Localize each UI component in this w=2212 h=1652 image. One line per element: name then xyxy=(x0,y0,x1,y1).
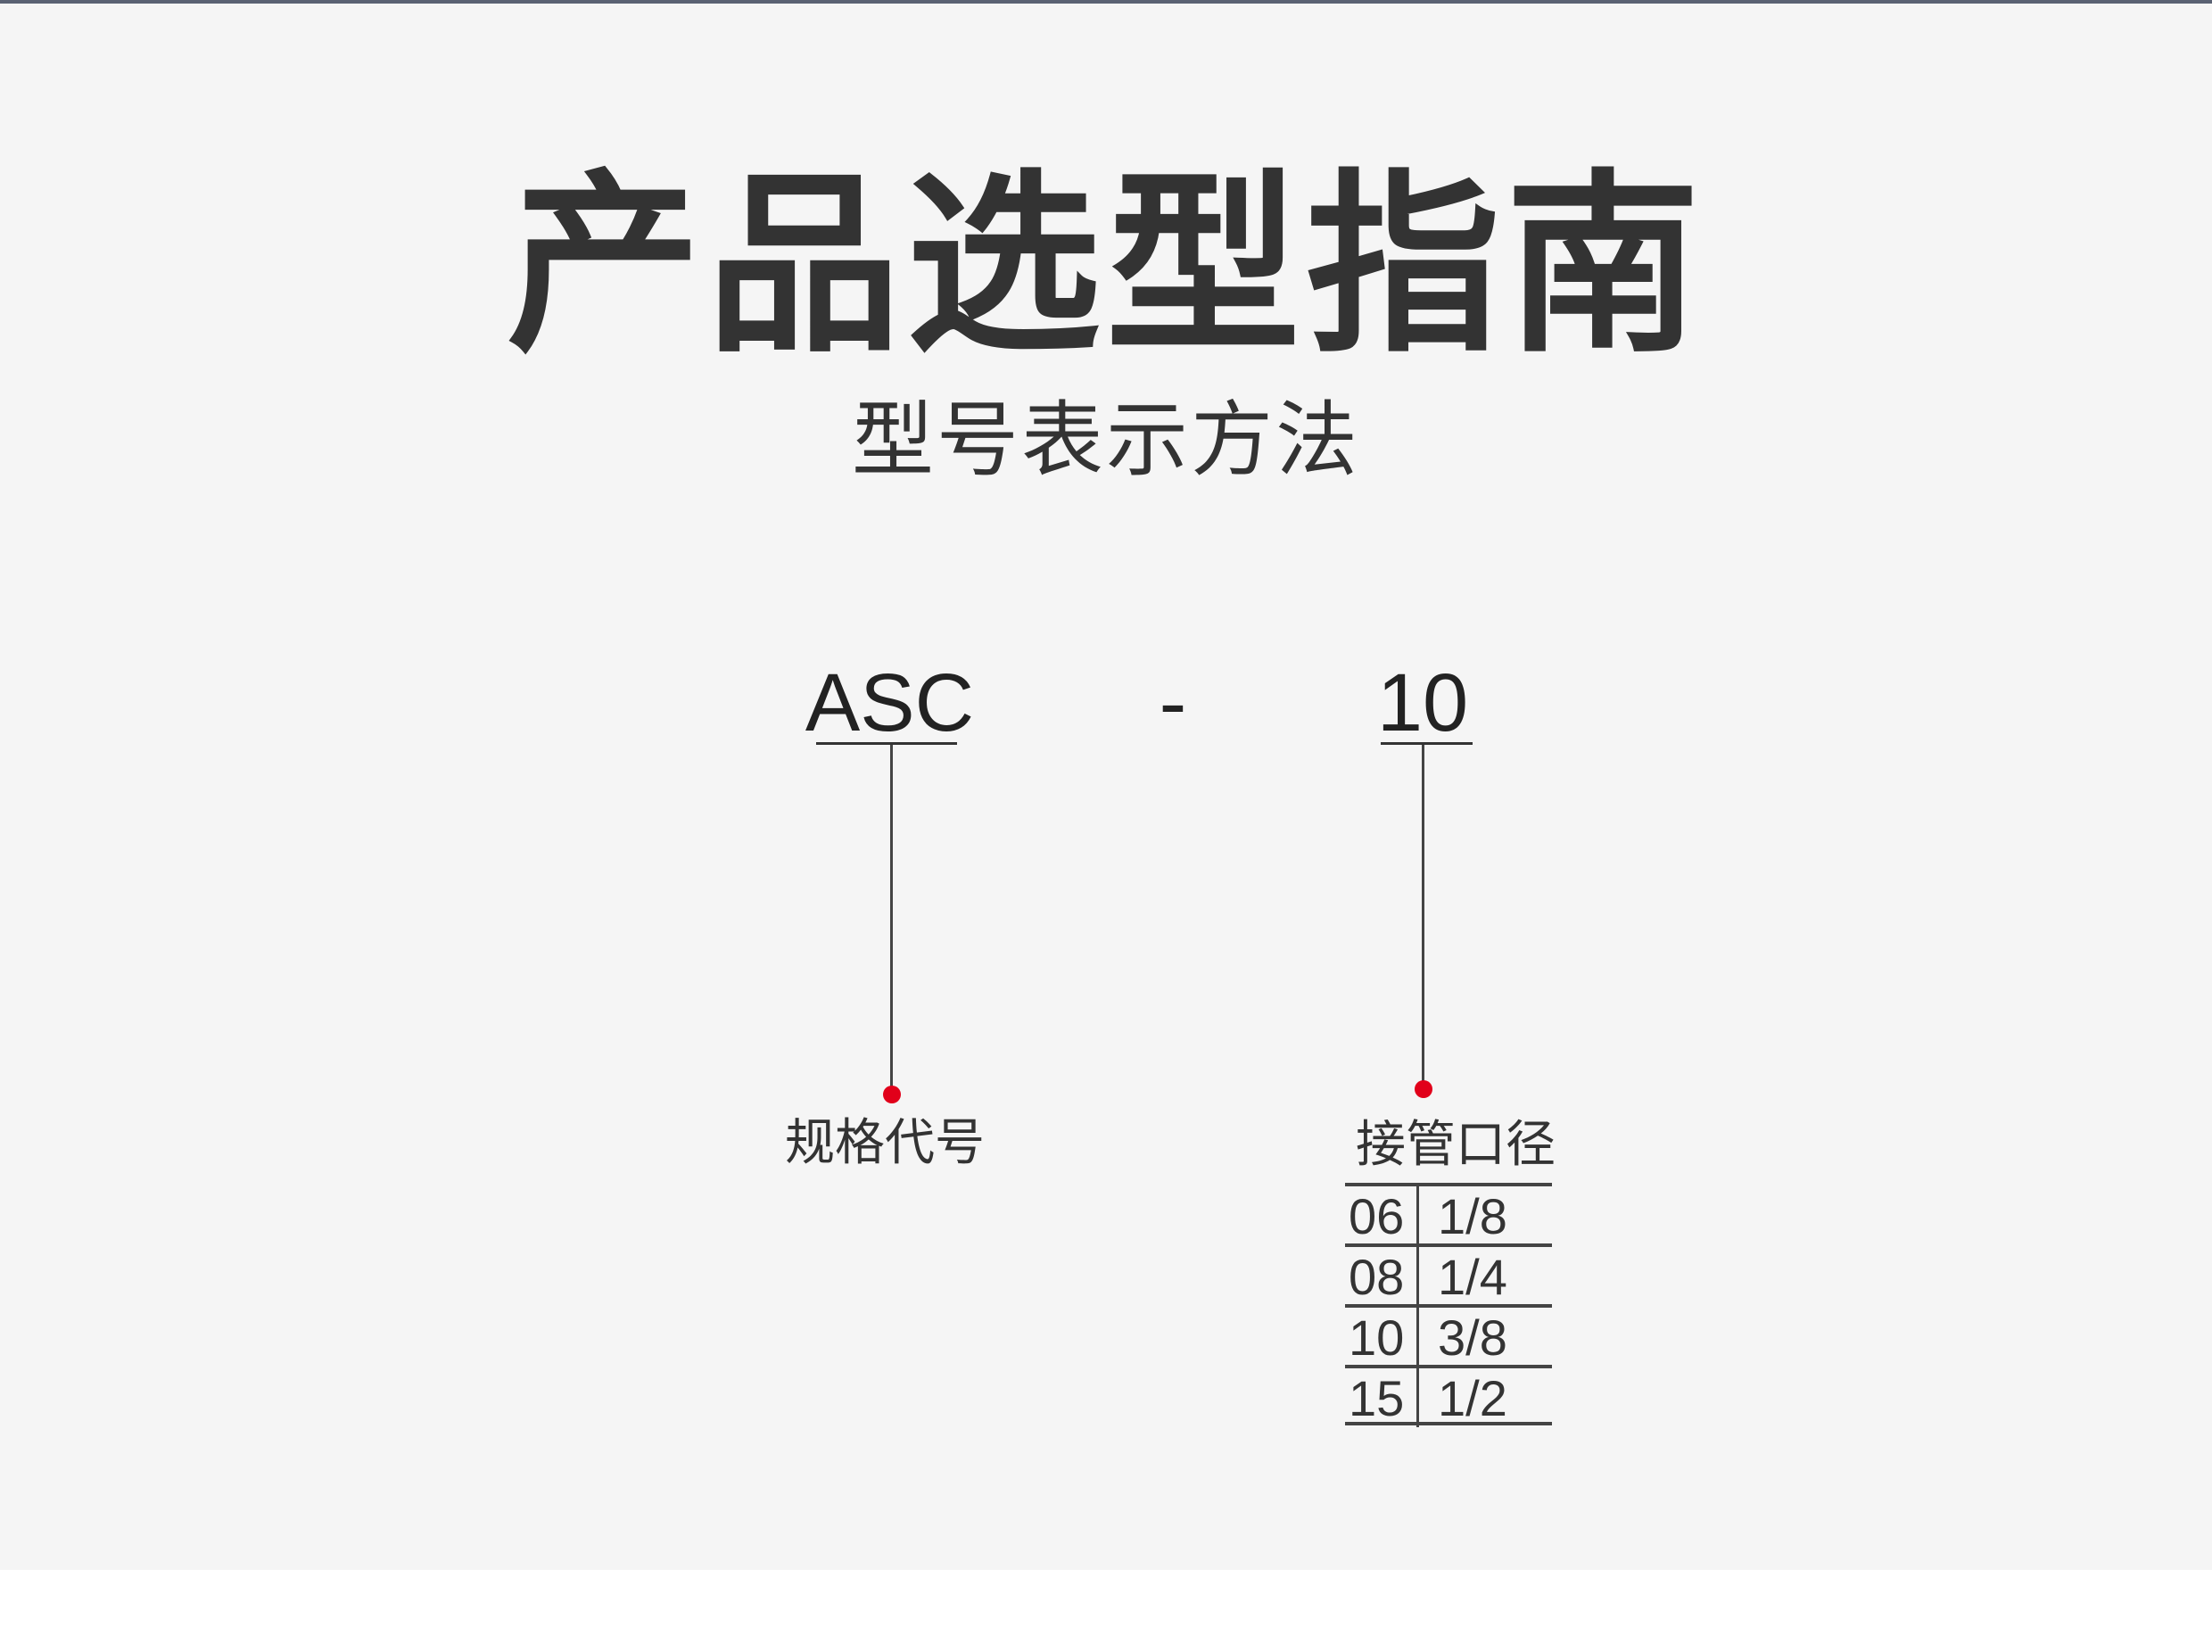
size-underline xyxy=(1381,742,1473,745)
row-size: 3/8 xyxy=(1438,1309,1507,1366)
row-code: 06 xyxy=(1349,1188,1405,1244)
row-code: 15 xyxy=(1349,1370,1405,1426)
row-size: 1/4 xyxy=(1438,1249,1507,1305)
model-part-size: 10 xyxy=(1376,657,1469,748)
table-row: 15 1/2 xyxy=(1345,1365,1552,1425)
pipe-diameter-label: 接管口径 xyxy=(1356,1116,1556,1174)
pipe-size-table: 06 1/8 08 1/4 10 3/8 15 1/2 xyxy=(1345,1183,1552,1425)
row-code: 08 xyxy=(1349,1249,1405,1305)
series-underline xyxy=(816,742,957,745)
table-row: 10 3/8 xyxy=(1345,1304,1552,1365)
page-subtitle: 型号表示方法 xyxy=(851,392,1360,488)
series-leader-line xyxy=(890,745,893,1094)
row-code: 10 xyxy=(1349,1309,1405,1366)
model-part-series: ASC xyxy=(805,657,975,748)
series-marker-dot xyxy=(883,1086,901,1103)
bottom-area xyxy=(0,1570,2212,1652)
size-marker-dot xyxy=(1415,1080,1432,1098)
spec-code-label: 规格代号 xyxy=(785,1114,985,1172)
size-leader-line xyxy=(1422,745,1424,1089)
page-title: 产品选型指南 xyxy=(507,153,1705,379)
row-size: 1/2 xyxy=(1438,1370,1507,1426)
model-separator: - xyxy=(1159,657,1187,748)
top-rule xyxy=(0,0,2212,4)
row-size: 1/8 xyxy=(1438,1188,1507,1244)
content-panel xyxy=(0,4,2212,1570)
table-row: 06 1/8 xyxy=(1345,1183,1552,1243)
table-row: 08 1/4 xyxy=(1345,1243,1552,1304)
table-column-divider xyxy=(1416,1185,1419,1427)
